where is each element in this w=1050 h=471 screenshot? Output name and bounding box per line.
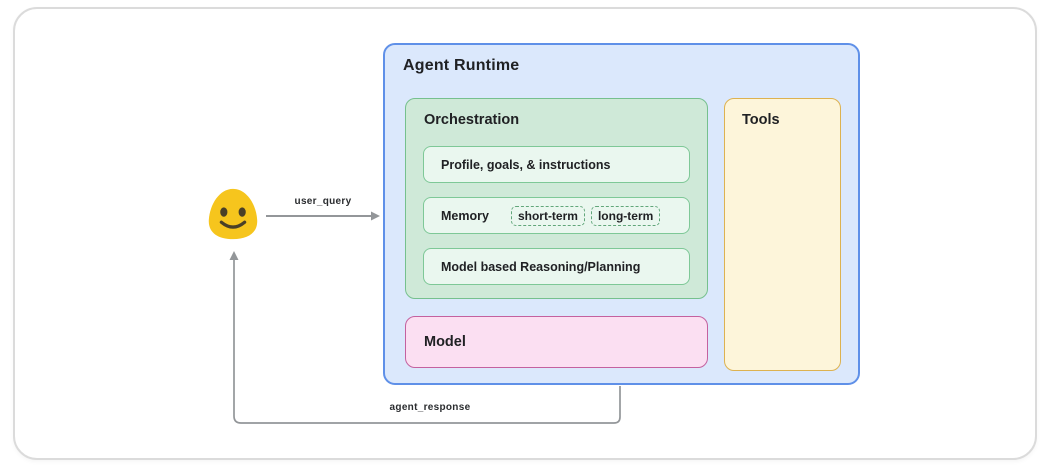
reasoning-planning-label: Model based Reasoning/Planning (441, 259, 641, 274)
profile-goals-instructions-label: Profile, goals, & instructions (441, 157, 611, 172)
memory-chips: short-term long-term (510, 205, 661, 226)
emoji-smile (219, 220, 247, 229)
emoji-eye-left (220, 207, 228, 217)
agent-response-label: agent_response (389, 402, 471, 413)
short-term-chip: short-term (510, 205, 585, 226)
memory-box: Memory short-term long-term (423, 197, 690, 234)
orchestration-title: Orchestration (424, 112, 520, 128)
tools-label: Tools (742, 112, 780, 128)
profile-goals-instructions-box: Profile, goals, & instructions (423, 146, 690, 183)
model-box: Model (405, 316, 708, 368)
reasoning-planning-box: Model based Reasoning/Planning (423, 248, 690, 285)
agent-runtime-box: Agent Runtime Orchestration Profile, goa… (383, 43, 860, 385)
orchestration-box: Orchestration Profile, goals, & instruct… (405, 98, 708, 299)
emoji-body (208, 188, 258, 240)
agent-runtime-title: Agent Runtime (403, 57, 520, 74)
memory-label: Memory (441, 208, 489, 223)
user-query-label: user_query (294, 196, 352, 207)
long-term-chip: long-term (590, 205, 661, 226)
emoji-eye-right (238, 207, 246, 217)
model-label: Model (424, 334, 466, 350)
user-emoji (208, 188, 258, 240)
tools-box: Tools (724, 98, 841, 371)
